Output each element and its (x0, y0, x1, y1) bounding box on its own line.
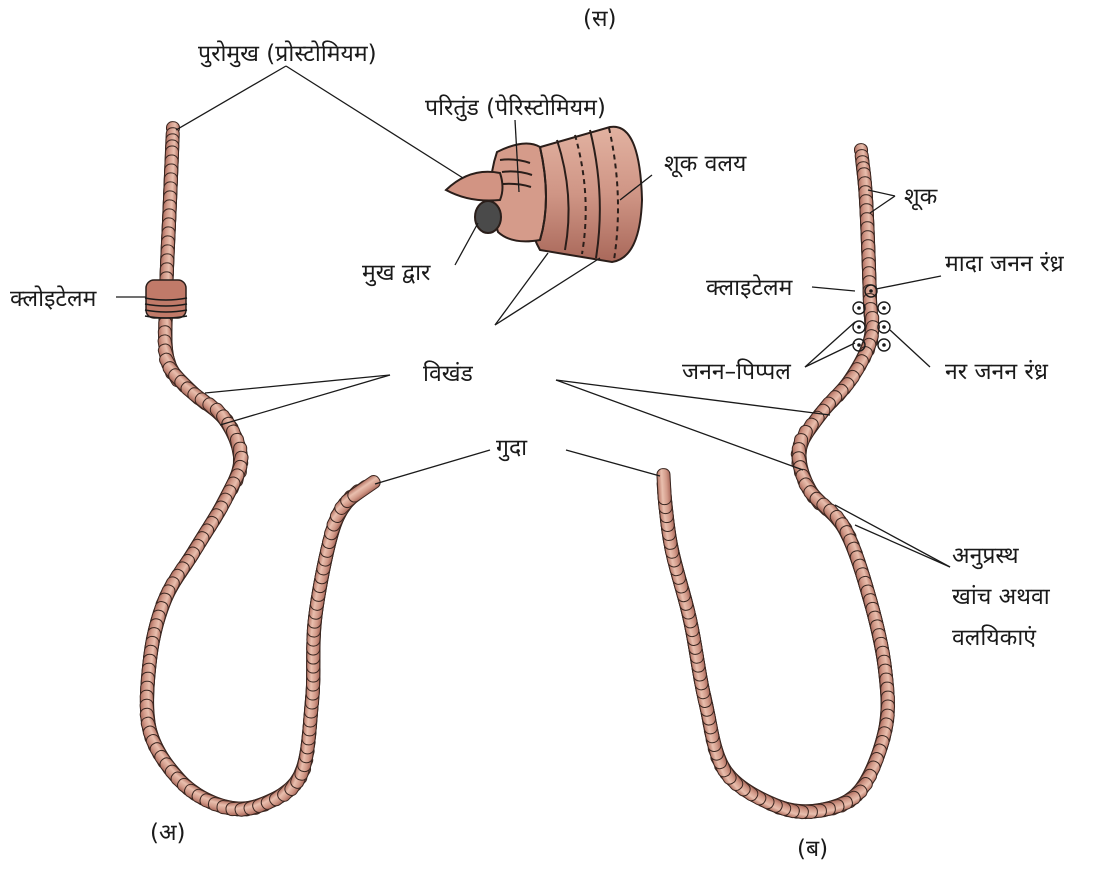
label-genital-papillae: जनन–पिप्पल (682, 361, 791, 384)
label-peristomium: परितुंड (पेरिस्टोमियम) (425, 97, 606, 120)
worm-segment (657, 468, 672, 505)
panel-a-label: (अ) (150, 822, 186, 845)
label-clitellum-b: क्लाइटेलम (706, 277, 792, 300)
worm-a-body (139, 121, 382, 817)
label-groove-line3: वलयिकाएं (952, 627, 1036, 650)
genital-pore-dot (882, 325, 886, 329)
panel-c-label: (स) (583, 8, 617, 31)
label-segments: विखंड (423, 363, 473, 386)
genital-pore-dot (882, 343, 886, 347)
label-male-pore: नर जनन रंध्र (945, 361, 1048, 384)
worm-head-closeup (446, 127, 642, 262)
genital-pore-dot (857, 325, 861, 329)
panel-b-label: (ब) (797, 838, 828, 861)
label-prostomium: पुरोमुख (प्रोस्टोमियम) (198, 43, 377, 66)
genital-pore-dot (882, 306, 886, 310)
genital-pore-dot (857, 343, 861, 347)
leader-lines (116, 66, 950, 567)
genital-pore-dot (869, 289, 873, 293)
label-groove-line2: खांच अथवा (952, 586, 1050, 609)
label-anus: गुदा (496, 437, 527, 460)
label-female-pore: मादा जनन रंध्र (945, 253, 1064, 276)
label-mouth: मुख द्वार (362, 262, 430, 285)
label-clitellum-a: क्लोइटेलम (10, 288, 96, 311)
worm-b-body (657, 143, 896, 820)
label-setae: शूक (904, 186, 937, 209)
label-groove-line1: अनुप्रस्थ (952, 545, 1019, 568)
label-setae-ring: शूक वलय (664, 153, 746, 176)
genital-pore-dot (857, 306, 861, 310)
